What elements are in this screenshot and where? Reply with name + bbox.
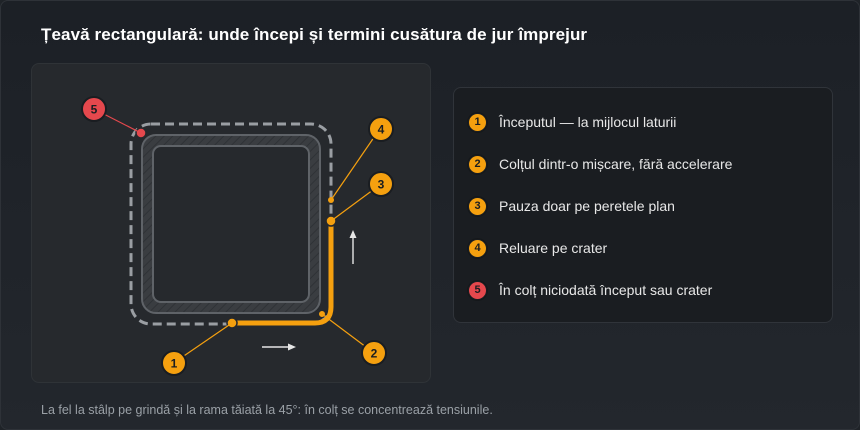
weld-path-done (229, 218, 334, 326)
legend-badge-4: 4 (468, 238, 487, 258)
legend-item-5: 5 În colț niciodată început sau crater (468, 280, 712, 300)
legend-label: Colțul dintr-o mișcare, fără accelerare (499, 156, 733, 172)
marker-2: 2 (361, 340, 387, 366)
tube-diagram-panel: 1 2 3 4 5 (31, 63, 431, 383)
page-title: Țeavă rectangulară: unde începi și termi… (41, 25, 588, 44)
legend-badge-5: 5 (468, 280, 487, 300)
legend-label: Pauza doar pe peretele plan (499, 198, 675, 214)
svg-text:5: 5 (91, 103, 98, 117)
legend-item-3: 3 Pauza doar pe peretele plan (468, 196, 675, 216)
legend-label: Reluare pe crater (499, 240, 608, 256)
footer-note: La fel la stâlp pe grindă și la rama tăi… (41, 403, 493, 417)
legend-item-2: 2 Colțul dintr-o mișcare, fără accelerar… (468, 154, 732, 174)
marker-4: 4 (368, 116, 394, 142)
legend-badge-3: 3 (468, 196, 487, 216)
legend-label: În colț niciodată început sau crater (499, 282, 713, 298)
marker-1: 1 (161, 350, 187, 376)
up-arrow-icon (349, 230, 357, 264)
legend-item-4: 4 Reluare pe crater (468, 238, 607, 258)
right-arrow-icon (262, 343, 296, 351)
legend-badge-1: 1 (468, 112, 487, 132)
tube-diagram: 1 2 3 4 5 (81, 96, 394, 376)
legend-item-1: 1 Începutul — la mijlocul laturii (468, 112, 676, 132)
svg-text:3: 3 (378, 178, 385, 192)
legend-label: Începutul — la mijlocul laturii (499, 114, 677, 130)
svg-text:2: 2 (371, 347, 378, 361)
legend-badge-2: 2 (468, 154, 487, 174)
legend-panel: 1 Începutul — la mijlocul laturii 2 Colț… (453, 87, 833, 323)
svg-text:1: 1 (171, 357, 178, 371)
marker-3: 3 (368, 171, 394, 197)
leader-line-4 (330, 129, 380, 201)
svg-text:4: 4 (378, 123, 385, 137)
tube-inner-opening (152, 145, 310, 303)
marker-5: 5 (81, 96, 107, 122)
